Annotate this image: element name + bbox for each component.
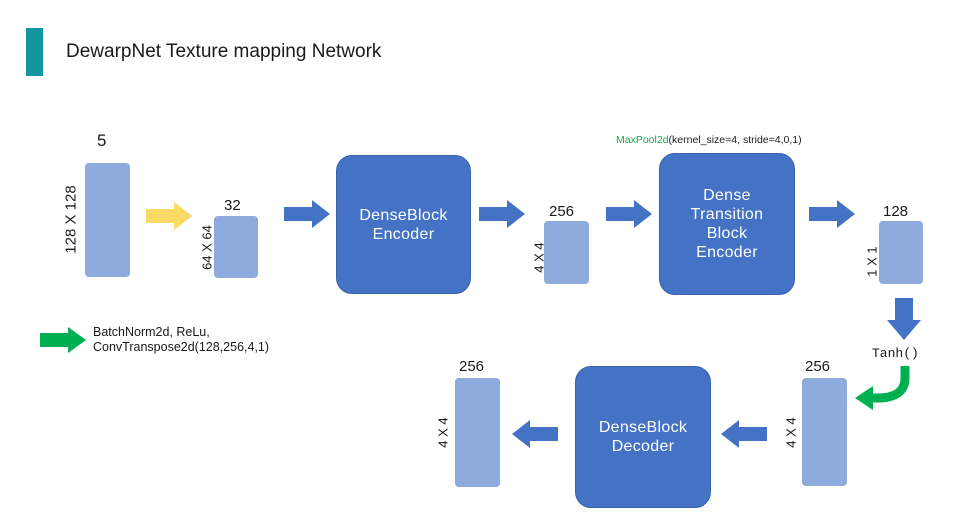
denseblock-decoder-block: DenseBlock Decoder bbox=[575, 366, 711, 508]
legend-line-2: ConvTranspose2d(128,256,4,1) bbox=[93, 340, 270, 354]
t5-size-label: 4 X 4 bbox=[435, 417, 451, 448]
page-title: DewarpNet Texture mapping Network bbox=[66, 41, 382, 62]
t4-channels-label: 256 bbox=[805, 358, 831, 375]
blue-arrow-icon bbox=[809, 200, 855, 228]
left-arrow-icon bbox=[512, 420, 558, 448]
denseblock-encoder-label: DenseBlock Encoder bbox=[359, 206, 448, 243]
t3-channels-label: 128 bbox=[883, 203, 909, 220]
tanh-label: Tanh() bbox=[872, 346, 919, 361]
t4-tensor bbox=[802, 378, 847, 486]
blue-arrow-icon bbox=[479, 200, 525, 228]
dense-transition-label: Dense Transition Block Encoder bbox=[690, 187, 764, 261]
t3-size-label: 1 X 1 bbox=[864, 246, 880, 277]
yellow-arrow-icon bbox=[146, 202, 192, 230]
t5-tensor bbox=[455, 378, 500, 487]
denseblock-encoder-block: DenseBlock Encoder bbox=[336, 155, 471, 294]
maxpool-annotation: MaxPool2d(kernel_size=4, stride=4,0,1) bbox=[616, 134, 802, 146]
t5-channels-label: 256 bbox=[459, 358, 485, 375]
legend-line-1: BatchNorm2d, ReLu, bbox=[93, 325, 210, 339]
blue-arrow-icon bbox=[606, 200, 652, 228]
title-accent-bar bbox=[26, 28, 43, 76]
input-size-label: 128 X 128 bbox=[62, 185, 80, 254]
legend-text: BatchNorm2d, ReLu, ConvTranspose2d(128,2… bbox=[93, 325, 269, 355]
t4-size-label: 4 X 4 bbox=[783, 417, 799, 448]
maxpool-name: MaxPool2d bbox=[616, 134, 669, 146]
down-arrow-icon bbox=[887, 298, 921, 340]
t1-tensor bbox=[214, 216, 258, 278]
t2-tensor bbox=[544, 221, 589, 284]
t3-tensor bbox=[879, 221, 923, 284]
left-arrow-icon bbox=[721, 420, 767, 448]
t1-size-label: 64 X 64 bbox=[199, 225, 215, 270]
t2-size-label: 4 X 4 bbox=[531, 242, 547, 273]
denseblock-decoder-label: DenseBlock Decoder bbox=[598, 419, 688, 455]
input-channels-label: 5 bbox=[97, 131, 107, 150]
blue-arrow-icon bbox=[284, 200, 330, 228]
green-curved-arrow-icon bbox=[855, 366, 910, 410]
input-tensor bbox=[85, 163, 130, 277]
t2-channels-label: 256 bbox=[549, 203, 575, 220]
maxpool-args: (kernel_size=4, stride=4,0,1) bbox=[668, 134, 802, 146]
dense-transition-block-encoder: Dense Transition Block Encoder bbox=[659, 153, 795, 295]
legend-green-arrow-icon bbox=[40, 327, 86, 353]
t1-channels-label: 32 bbox=[224, 197, 241, 214]
